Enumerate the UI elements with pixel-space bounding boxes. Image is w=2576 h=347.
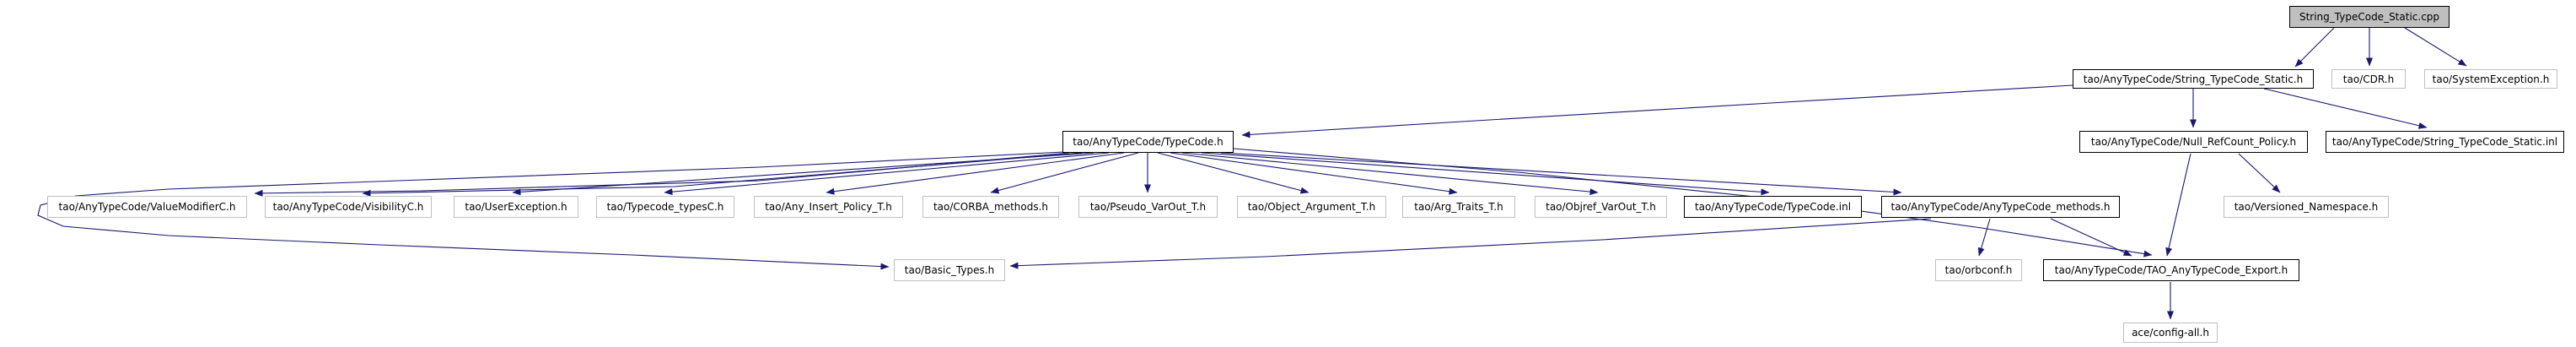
node-string-typecode-static-inl[interactable]: tao/AnyTypeCode/String_TypeCode_Static.i… [2326, 131, 2564, 153]
node-label: tao/Arg_Traits_T.h [1414, 201, 1503, 213]
node-arg-traits-t-h: tao/Arg_Traits_T.h [1402, 196, 1515, 218]
edge-typecode-h-to-typecode-inl [1201, 152, 1770, 196]
node-orbconf-h: tao/orbconf.h [1935, 259, 2022, 281]
node-label: tao/UserException.h [465, 201, 567, 213]
edge-typecode-h-to-userexception-h [512, 152, 1094, 196]
edge-string-typecode-static-h-to-string-typecode-static-inl [2263, 88, 2428, 129]
node-label: tao/AnyTypeCode/Null_RefCount_Policy.h [2090, 136, 2297, 148]
edge-typecode-h-to-object-argument-t-h [1157, 152, 1310, 194]
edge-typecode-h-to-any-insert-policy-t-h [826, 152, 1125, 195]
node-typecode-inl[interactable]: tao/AnyTypeCode/TypeCode.inl [1684, 196, 1862, 218]
edge-null-refcount-policy-h-to-tao-anytypecode-export-h [2165, 153, 2191, 257]
edge-string-typecode-static-h-to-typecode-h [1241, 84, 2073, 138]
node-typecode-typesc-h: tao/Typecode_typesC.h [596, 196, 734, 218]
node-label: tao/AnyTypeCode/VisibilityC.h [272, 201, 424, 213]
edge-typecode-h-to-typecode-typesc-h [664, 152, 1110, 196]
node-label: tao/CDR.h [2342, 73, 2395, 85]
node-label: tao/Versioned_Namespace.h [2234, 201, 2379, 213]
node-any-insert-policy-t-h: tao/Any_Insert_Policy_T.h [754, 196, 903, 218]
edge-typecode-h-to-corba-methods-h [990, 152, 1139, 194]
node-visibilityc-h: tao/AnyTypeCode/VisibilityC.h [265, 196, 432, 218]
node-label: tao/Basic_Types.h [904, 264, 995, 276]
node-label: tao/Typecode_typesC.h [606, 201, 724, 213]
edge-typecode-h-to-objref-varout-t-h [1181, 152, 1599, 196]
node-label: tao/Object_Argument_T.h [1247, 201, 1376, 213]
node-valuemodifierc-h: tao/AnyTypeCode/ValueModifierC.h [47, 196, 247, 218]
node-string-typecode-static-h[interactable]: tao/AnyTypeCode/String_TypeCode_Static.h [2073, 69, 2314, 89]
node-label: tao/AnyTypeCode/TypeCode.h [1073, 136, 1223, 148]
node-versioned-namespace-h: tao/Versioned_Namespace.h [2224, 196, 2389, 218]
node-ace-config-all-h: ace/config-all.h [2123, 323, 2218, 343]
node-pseudo-varout-t-h: tao/Pseudo_VarOut_T.h [1078, 196, 1218, 218]
node-object-argument-t-h: tao/Object_Argument_T.h [1237, 196, 1386, 218]
node-objref-varout-t-h: tao/Objref_VarOut_T.h [1535, 196, 1667, 218]
edge-anytypecode-methods-h-to-orbconf-h [1977, 218, 1991, 257]
node-label: tao/AnyTypeCode/String_TypeCode_Static.i… [2331, 136, 2558, 148]
node-label: tao/AnyTypeCode/TAO_AnyTypeCode_Export.h [2054, 264, 2288, 276]
node-label: tao/Pseudo_VarOut_T.h [1089, 201, 1207, 213]
node-label: ace/config-all.h [2132, 327, 2209, 339]
edge-string-typecode-static-cpp-to-string-typecode-static-h [2294, 27, 2335, 68]
edge-anytypecode-methods-h-to-tao-anytypecode-export-h [2050, 218, 2132, 257]
edge-typecode-h-to-arg-traits-t-h [1170, 152, 1458, 195]
node-label: tao/Any_Insert_Policy_T.h [765, 201, 892, 213]
node-label: tao/Objref_VarOut_T.h [1546, 201, 1656, 213]
node-tao-anytypecode-export-h[interactable]: tao/AnyTypeCode/TAO_AnyTypeCode_Export.h [2043, 259, 2299, 281]
node-cdr-h: tao/CDR.h [2331, 69, 2406, 89]
node-label: tao/AnyTypeCode/ValueModifierC.h [58, 201, 236, 213]
node-typecode-h[interactable]: tao/AnyTypeCode/TypeCode.h [1062, 131, 1234, 153]
node-string-typecode-static-cpp: String_TypeCode_Static.cpp [2289, 6, 2450, 28]
node-label: tao/AnyTypeCode/AnyTypeCode_methods.h [1890, 201, 2111, 213]
node-systemexception-h: tao/SystemException.h [2424, 69, 2557, 89]
node-label: tao/CORBA_methods.h [933, 201, 1049, 213]
edge-typecode-h-to-visibilityc-h [362, 152, 1083, 197]
node-label: tao/AnyTypeCode/String_TypeCode_Static.h [2083, 73, 2304, 85]
edge-anytypecode-methods-h-to-basic-types-h [1009, 218, 1932, 269]
edge-null-refcount-policy-h-to-versioned-namespace-h [2238, 153, 2281, 193]
edge-typecode-h-to-basic-types-h [37, 151, 1065, 270]
node-corba-methods-h: tao/CORBA_methods.h [922, 196, 1059, 218]
node-label: tao/orbconf.h [1944, 264, 2013, 276]
node-label: tao/AnyTypeCode/TypeCode.inl [1694, 201, 1852, 213]
node-null-refcount-policy-h[interactable]: tao/AnyTypeCode/Null_RefCount_Policy.h [2079, 131, 2308, 153]
edge-typecode-h-to-anytypecode-methods-h [1220, 152, 1902, 196]
node-label: String_TypeCode_Static.cpp [2299, 11, 2440, 23]
node-userexception-h: tao/UserException.h [454, 196, 578, 218]
node-label: tao/SystemException.h [2432, 73, 2550, 85]
node-anytypecode-methods-h[interactable]: tao/AnyTypeCode/AnyTypeCode_methods.h [1881, 196, 2120, 218]
edge-string-typecode-static-cpp-to-systemexception-h [2404, 27, 2467, 67]
node-basic-types-h: tao/Basic_Types.h [894, 259, 1005, 281]
